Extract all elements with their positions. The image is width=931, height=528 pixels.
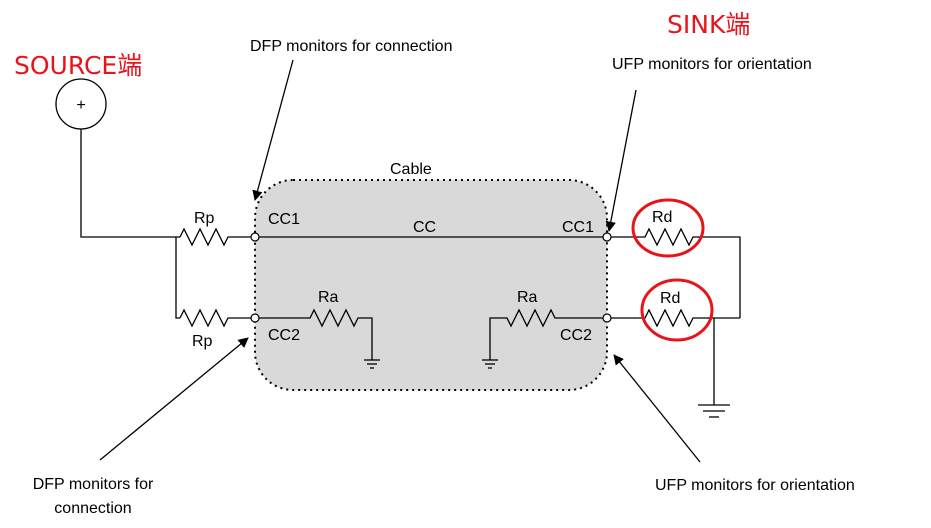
- rd-bottom-resistor: [611, 308, 740, 328]
- bottom-right-note: UFP monitors for orientation: [655, 477, 855, 494]
- cc2-right-terminal: [602, 313, 612, 323]
- source-wire: [80, 129, 180, 238]
- rd-top-label: Rd: [652, 209, 672, 226]
- top-left-note: DFP monitors for connection: [250, 38, 452, 55]
- rd-top-resistor: [611, 227, 741, 318]
- rd-bottom-highlight: [640, 278, 714, 342]
- cc1-left-label: CC1: [268, 211, 300, 228]
- cable-region: [254, 179, 608, 391]
- cc2-left-terminal: [250, 313, 260, 323]
- cc1-right-label: CC1: [562, 219, 594, 236]
- top-right-arrow: [605, 89, 637, 233]
- cc1-left-terminal: [250, 232, 260, 242]
- rd-bottom-label: Rd: [660, 290, 680, 307]
- top-left-arrow: [252, 59, 294, 202]
- cc2-right-label: CC2: [560, 327, 592, 344]
- ra-right-ground: [482, 359, 498, 369]
- cable-label: Cable: [390, 161, 432, 178]
- ra-right-label: Ra: [517, 289, 538, 306]
- bottom-right-arrow: [613, 354, 701, 463]
- bottom-left-arrow: [99, 337, 249, 461]
- cc-label: CC: [413, 219, 436, 236]
- rp-bottom-resistor: [179, 308, 253, 328]
- rp-top-label: Rp: [194, 210, 215, 227]
- source-label: SOURCE端: [14, 51, 142, 80]
- bottom-left-note-line2: connection: [54, 500, 131, 517]
- top-right-note: UFP monitors for orientation: [612, 56, 812, 73]
- rd-top-highlight: [631, 198, 705, 258]
- rp-bottom-label: Rp: [192, 333, 213, 350]
- ra-left-ground: [364, 359, 380, 369]
- cc2-left-label: CC2: [268, 327, 300, 344]
- cc1-right-terminal: [602, 232, 612, 242]
- bottom-left-note-line1: DFP monitors for: [33, 476, 154, 493]
- ra-left-resistor: [259, 308, 373, 360]
- ra-right-resistor: [489, 308, 603, 360]
- rp-top-resistor: [179, 227, 253, 247]
- sink-label: SINK端: [667, 10, 750, 39]
- rp-branch-wire: [175, 237, 180, 319]
- source-plus-symbol: +: [76, 97, 85, 114]
- sink-ground: [698, 404, 730, 418]
- ra-left-label: Ra: [318, 289, 339, 306]
